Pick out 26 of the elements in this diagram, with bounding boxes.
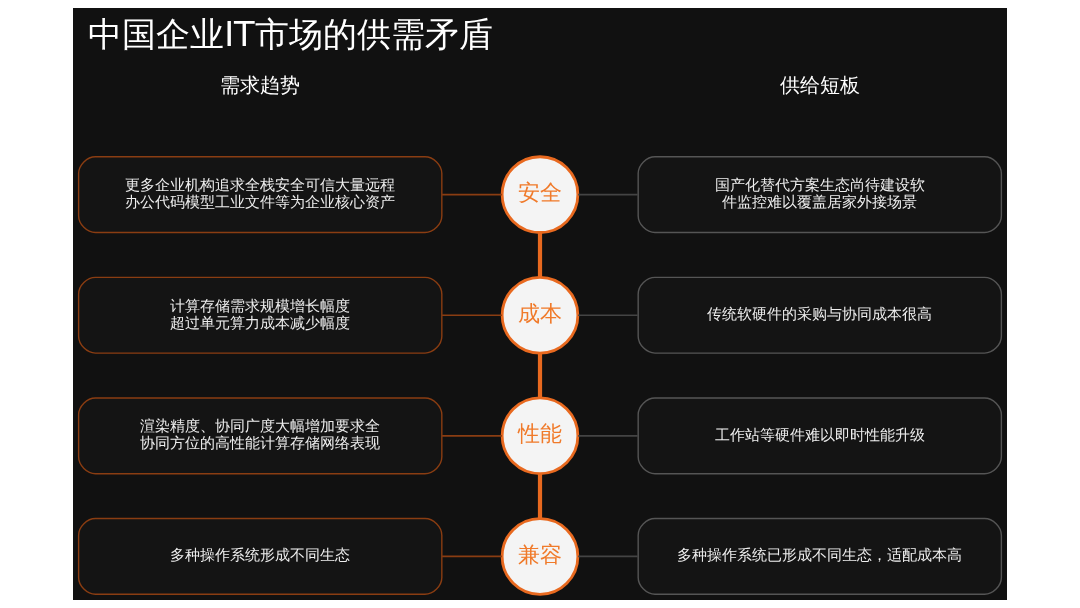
node-box: 多种操作系统形成不同生态 xyxy=(77,517,443,595)
node-box: 更多企业机构追求全栈安全可信大量远程办公代码模型工业文件等为企业核心资产 xyxy=(77,156,443,234)
connector xyxy=(537,473,543,519)
node-circle: 兼容 xyxy=(500,517,580,596)
connector xyxy=(537,232,543,278)
connector xyxy=(577,193,639,196)
connector xyxy=(441,314,503,317)
connector xyxy=(537,353,543,398)
connector xyxy=(577,555,639,558)
node-box: 渲染精度、协同广度大幅增加要求全协同方位的高性能计算存储网络表现 xyxy=(77,397,443,475)
node-circle: 成本 xyxy=(500,275,580,355)
connector xyxy=(577,314,639,317)
connector xyxy=(441,555,503,558)
connector xyxy=(441,435,503,437)
node-box: 国产化替代方案生态尚待建设软件监控难以覆盖居家外接场景 xyxy=(637,156,1003,234)
label: 供给短板 xyxy=(779,73,860,97)
node-box: 传统软硬件的采购与协同成本很高 xyxy=(637,276,1003,354)
connector xyxy=(577,435,639,437)
diagram-title: 中国企业IT市场的供需矛盾 xyxy=(88,15,493,55)
connector xyxy=(441,193,503,196)
node-box: 工作站等硬件难以即时性能升级 xyxy=(637,397,1003,475)
node-circle: 安全 xyxy=(500,155,580,234)
node-box: 多种操作系统已形成不同生态，适配成本高 xyxy=(637,517,1003,595)
node-box: 计算存储需求规模增长幅度超过单元算力成本减少幅度 xyxy=(77,276,443,354)
label: 需求趋势 xyxy=(220,73,301,97)
node-circle: 性能 xyxy=(500,396,580,476)
